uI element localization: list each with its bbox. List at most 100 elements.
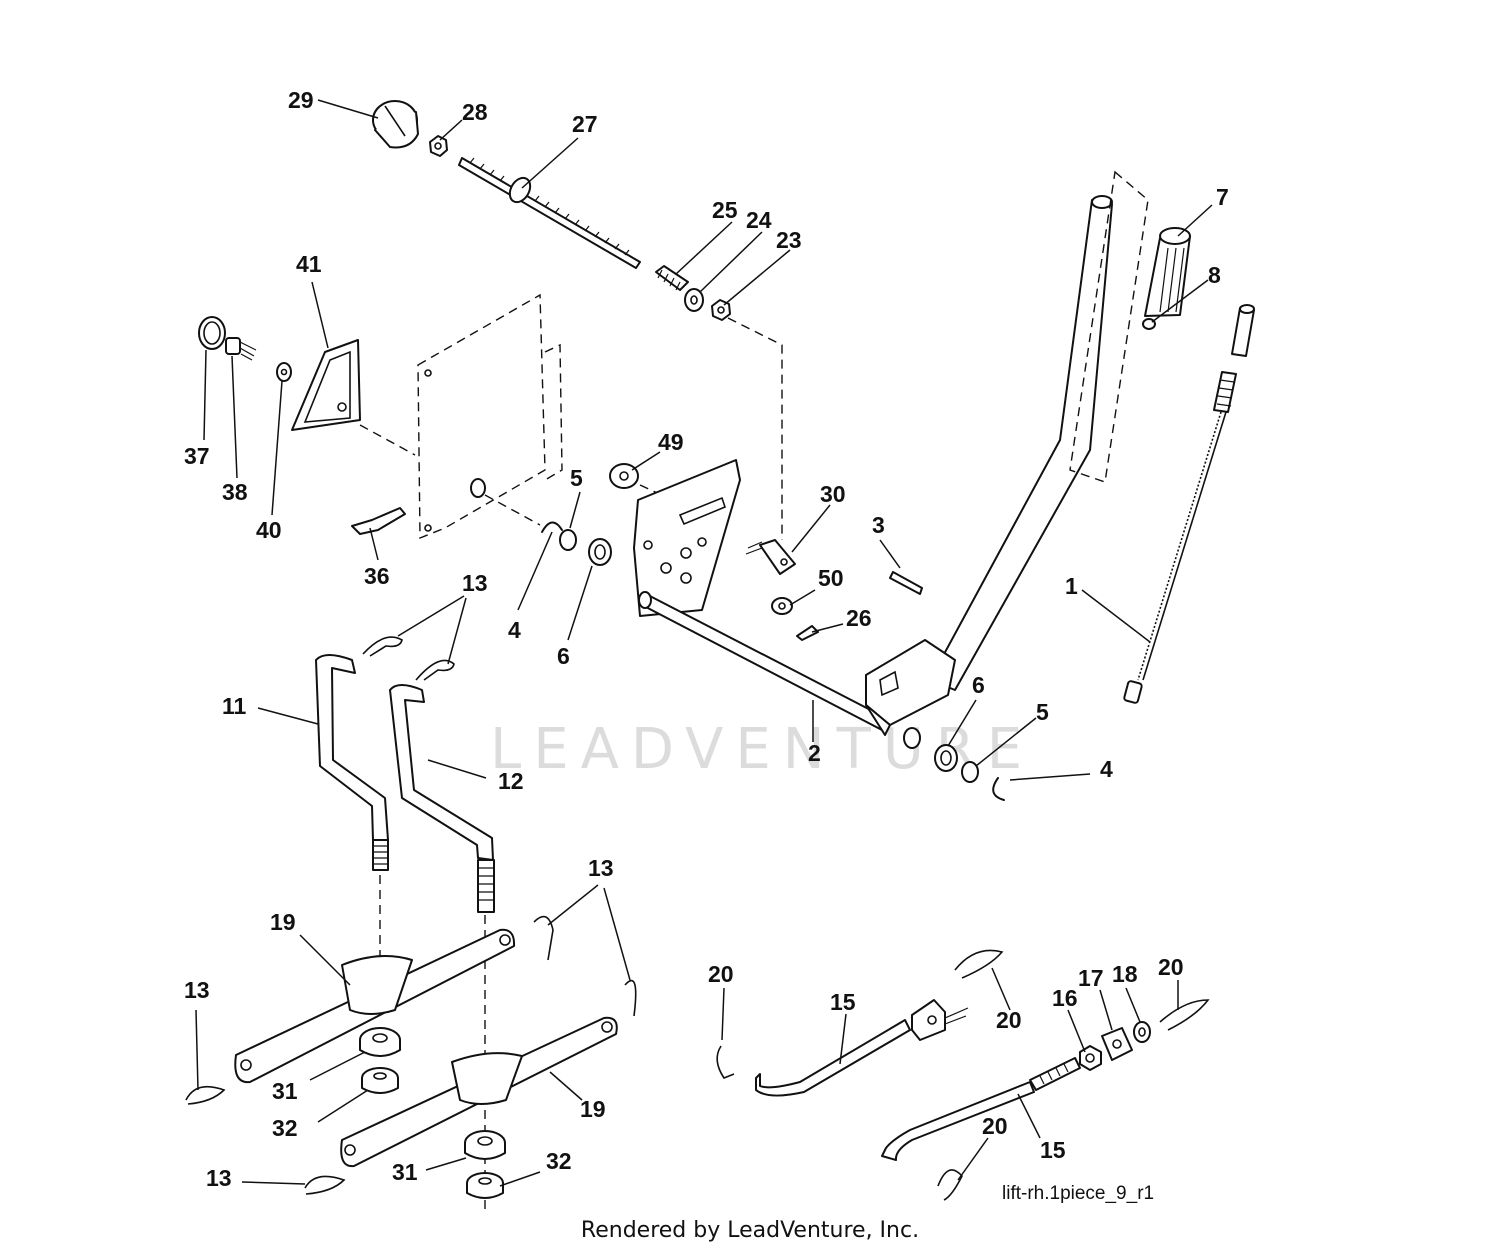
callout-25: 25 xyxy=(712,197,738,223)
callout-26: 26 xyxy=(846,605,872,631)
callout-30: 30 xyxy=(820,481,846,507)
bushing-ring xyxy=(198,316,226,350)
shoulder-bolt xyxy=(225,337,257,361)
callout-7: 7 xyxy=(1216,184,1229,210)
callout-31-lower: 31 xyxy=(392,1159,418,1185)
washer-to-plate-line xyxy=(639,484,669,499)
arm-bushing-lower xyxy=(464,1130,506,1160)
callout-5-right: 5 xyxy=(1036,699,1049,725)
callout-41: 41 xyxy=(296,251,322,277)
callout-50: 50 xyxy=(818,565,844,591)
callout-11: 11 xyxy=(222,693,247,719)
hairpin-clip-arm-b xyxy=(624,979,637,1017)
callout-8: 8 xyxy=(1208,262,1221,288)
callout-19-upper: 19 xyxy=(270,909,296,935)
callout-28: 28 xyxy=(462,99,488,125)
hairpin-clip-rear-c xyxy=(1159,999,1210,1031)
callout-6-right: 6 xyxy=(972,672,985,698)
lift-arm-upper xyxy=(234,928,516,1084)
hairpin-clip-rear-b xyxy=(954,949,1004,979)
index-bracket xyxy=(291,339,361,431)
callout-27: 27 xyxy=(572,111,598,137)
small-washer xyxy=(276,362,292,382)
rod-to-pivot-line xyxy=(727,317,783,540)
flat-washer-right xyxy=(961,761,979,783)
spring xyxy=(655,265,689,291)
cotter-pin xyxy=(796,625,819,641)
lift-link-right xyxy=(389,684,495,913)
callout-31-upper: 31 xyxy=(272,1078,298,1104)
callout-37: 37 xyxy=(184,443,210,469)
callout-15-lower: 15 xyxy=(1040,1137,1066,1163)
callout-12: 12 xyxy=(498,768,524,794)
lift-arm-lower xyxy=(340,1016,618,1168)
e-clip-left xyxy=(541,521,563,533)
callout-6-left: 6 xyxy=(557,643,570,669)
roll-pin xyxy=(889,571,923,595)
grip-outline xyxy=(1069,170,1149,483)
arm-bushing-upper xyxy=(359,1027,401,1057)
callout-4-right: 4 xyxy=(1100,756,1113,782)
callout-36: 36 xyxy=(364,563,390,589)
callout-labels: 29 28 27 25 24 23 7 8 41 37 38 40 49 5 3… xyxy=(184,87,1229,1191)
washer xyxy=(684,288,704,312)
callout-2: 2 xyxy=(808,740,821,766)
callout-29: 29 xyxy=(288,87,314,113)
callout-32-upper: 32 xyxy=(272,1115,298,1141)
plate-to-shaft-line xyxy=(484,494,541,526)
lock-nut xyxy=(771,597,793,615)
bracket-to-plate-line xyxy=(359,424,416,456)
nut xyxy=(711,299,731,321)
pivot-washer xyxy=(609,463,639,489)
callout-40: 40 xyxy=(256,517,282,543)
e-clip-right xyxy=(992,777,1005,801)
callout-20-a: 20 xyxy=(708,961,734,987)
hairpin-clip-upper-right xyxy=(415,659,455,681)
callout-13-lower: 13 xyxy=(206,1165,232,1191)
arm-nut-lower xyxy=(466,1172,504,1199)
bushing-left xyxy=(588,538,612,566)
callout-24: 24 xyxy=(746,207,772,233)
hairpin-clip-arm-c xyxy=(185,1085,226,1105)
lift-cable xyxy=(1123,304,1255,704)
swivel-bushing xyxy=(1133,1021,1151,1043)
callout-16: 16 xyxy=(1052,985,1078,1011)
rear-rod-upper xyxy=(755,999,969,1097)
watermark: LEADVENTURE xyxy=(490,717,1034,782)
pivot-plate xyxy=(633,459,741,617)
arm-nut-upper xyxy=(361,1067,399,1094)
hairpin-clip-arm-d xyxy=(304,1175,346,1195)
adjust-knob xyxy=(372,100,419,149)
callout-49: 49 xyxy=(658,429,684,455)
spring-clip xyxy=(351,507,406,535)
hairpin-clip-rear-d xyxy=(937,1169,963,1201)
hairpin-clip-arm-a xyxy=(533,915,554,961)
clevis-bolt xyxy=(745,539,796,575)
callout-5-upper: 5 xyxy=(570,465,583,491)
bushing-right xyxy=(903,727,958,772)
adjust-rod xyxy=(458,157,641,269)
mounting-plate-outline xyxy=(417,293,563,540)
handle-grip xyxy=(1144,227,1191,317)
callout-4-left: 4 xyxy=(508,617,521,643)
callout-13-left: 13 xyxy=(184,977,210,1003)
callout-19-lower: 19 xyxy=(580,1096,606,1122)
callout-3: 3 xyxy=(872,512,885,538)
figure-id: lift-rh.1piece_9_r1 xyxy=(1002,1183,1154,1204)
callout-17: 17 xyxy=(1078,965,1104,991)
lift-link-left xyxy=(315,654,389,871)
hairpin-clip-upper-left xyxy=(362,636,403,657)
lift-handle xyxy=(865,195,1113,736)
rod-nut xyxy=(1079,1045,1102,1071)
swivel-block xyxy=(1101,1027,1133,1061)
flat-washer-left xyxy=(559,529,577,551)
leader-lines xyxy=(195,99,1213,1187)
callout-13-middle: 13 xyxy=(588,855,614,881)
footer-credit: Rendered by LeadVenture, Inc. xyxy=(580,1218,920,1243)
rear-rod-lower xyxy=(881,1057,1081,1161)
plate-hole xyxy=(470,478,486,498)
knob-nut xyxy=(429,135,448,157)
callout-20-c: 20 xyxy=(1158,954,1184,980)
callout-20-d: 20 xyxy=(982,1113,1008,1139)
callout-13-upper: 13 xyxy=(462,570,488,596)
